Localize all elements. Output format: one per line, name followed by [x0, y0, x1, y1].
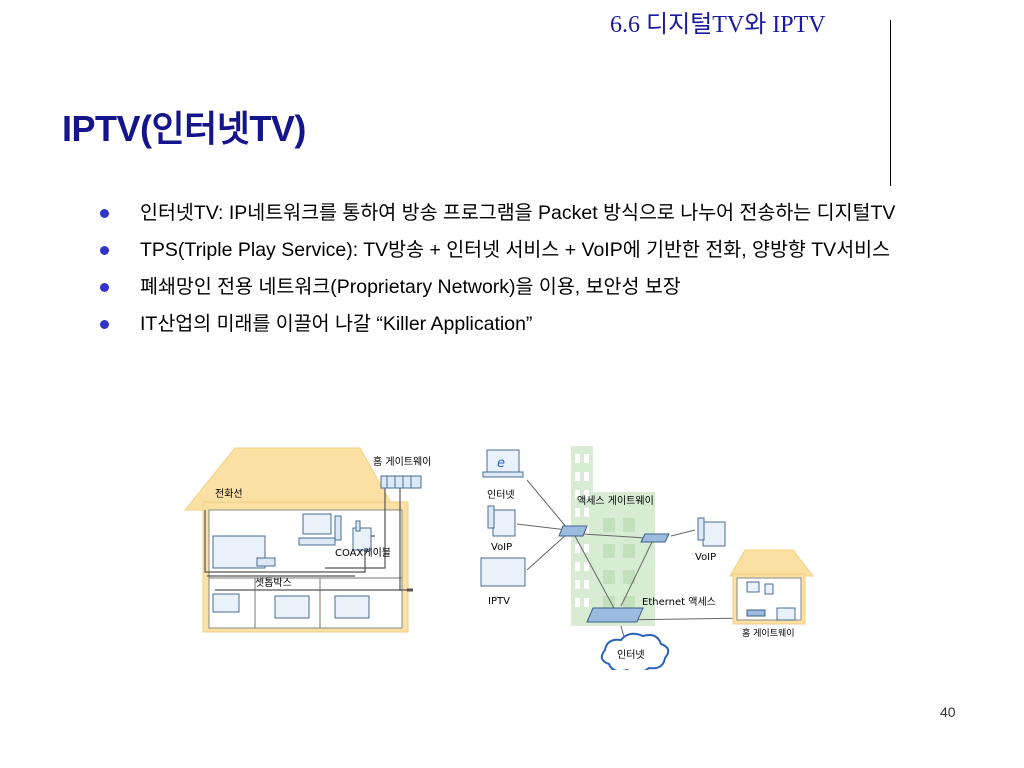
svg-text:e: e [497, 456, 505, 471]
home-gateway-icon [380, 475, 422, 489]
iptv-label: IPTV [488, 596, 510, 607]
bullet-text: TPS(Triple Play Service): TV방송 + 인터넷 서비스… [140, 239, 891, 261]
home-gateway-right-label: 홈 게이트웨이 [742, 627, 795, 639]
bullet-dot-icon [100, 209, 109, 218]
slide-title: IPTV(인터넷TV) [62, 108, 306, 149]
phone-icon [352, 520, 372, 551]
bullet-item: IT산업의 미래를 이끌어 나갈 “Killer Application” [100, 311, 980, 338]
internet-device-label: 인터넷 [487, 489, 515, 501]
bullet-text: 폐쇄망인 전용 네트워크(Proprietary Network)을 이용, 보… [140, 276, 681, 298]
pc-icon [298, 513, 342, 546]
house-wiring [204, 486, 413, 592]
diagram-svg: 홈 게이트웨이 전화선 COAX케이블 셋톱박스 e 인터넷 VoIP IPTV [183, 446, 815, 674]
bullet-item: 인터넷TV: IP네트워크를 통하여 방송 프로그램을 Packet 방식으로 … [100, 200, 980, 227]
phone-line-label: 전화선 [215, 488, 243, 500]
internet-cloud-icon [600, 632, 670, 674]
bullet-list: 인터넷TV: IP네트워크를 통하여 방송 프로그램을 Packet 방식으로 … [100, 200, 980, 348]
access-gateway-label: 액세스 게이트웨이 [577, 495, 654, 507]
bullet-dot-icon [100, 283, 109, 292]
tv-icon [334, 595, 370, 619]
voip-right-phone-icon [697, 517, 726, 547]
internet-cloud-label: 인터넷 [617, 649, 645, 661]
bullet-item: 폐쇄망인 전용 네트워크(Proprietary Network)을 이용, 보… [100, 274, 980, 301]
home-gateway-label: 홈 게이트웨이 [373, 455, 431, 468]
bullet-text: 인터넷TV: IP네트워크를 통하여 방송 프로그램을 Packet 방식으로 … [140, 202, 896, 224]
header-divider-line [890, 20, 891, 186]
bullet-text: IT산업의 미래를 이끌어 나갈 “Killer Application” [140, 313, 533, 335]
page-number: 40 [940, 704, 956, 720]
ethernet-access-switch-icon [586, 607, 644, 623]
settop-box-icon [256, 557, 276, 567]
section-header: 6.6 디지털TV와 IPTV [610, 12, 826, 38]
ethernet-access-label: Ethernet 액세스 [642, 596, 716, 608]
bullet-item: TPS(Triple Play Service): TV방송 + 인터넷 서비스… [100, 237, 980, 264]
settop-box-label: 셋톱박스 [255, 577, 292, 589]
coax-cable-label: COAX케이블 [335, 547, 391, 559]
access-switch-icon [558, 525, 588, 537]
voip-left-label: VoIP [491, 542, 512, 553]
laptop-icon: e [482, 449, 524, 478]
tv-icon [212, 535, 266, 569]
voip-right-label: VoIP [695, 552, 716, 563]
network-links [516, 479, 751, 649]
iptv-network-diagram: 홈 게이트웨이 전화선 COAX케이블 셋톱박스 e 인터넷 VoIP IPTV [175, 440, 825, 674]
tv-icon [212, 593, 240, 613]
iptv-tv-icon [480, 557, 526, 587]
bullet-dot-icon [100, 320, 109, 329]
voip-phone-icon [487, 505, 516, 537]
tv-icon [274, 595, 310, 619]
house-right [729, 549, 815, 625]
switch-icon [640, 533, 670, 543]
bullet-dot-icon [100, 246, 109, 255]
